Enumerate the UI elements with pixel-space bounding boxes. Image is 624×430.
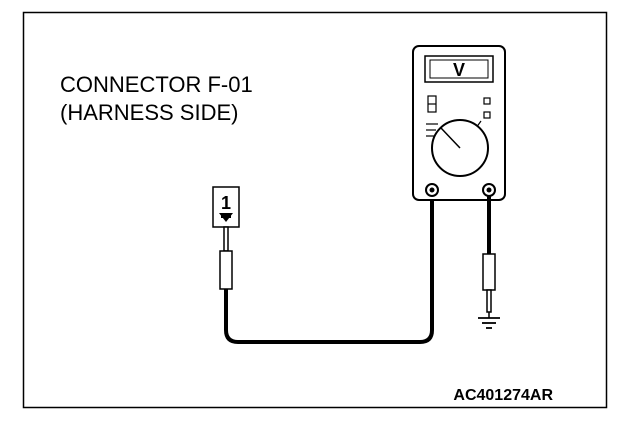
figure-code: AC401274AR — [453, 387, 553, 404]
left-probe-icon — [219, 226, 233, 290]
connector-title: CONNECTOR F-01 — [60, 72, 253, 97]
meter-button-top — [483, 97, 491, 105]
diagram-frame — [22, 11, 608, 409]
voltmeter-icon: V — [412, 45, 506, 201]
pin-number: 1 — [221, 193, 231, 213]
right-probe-icon — [482, 253, 496, 313]
test-lead-wire — [224, 194, 434, 344]
harness-side-label: (HARNESS SIDE) — [60, 100, 238, 125]
connector-pin-icon: 1 — [212, 186, 240, 228]
ground-symbol-icon — [478, 312, 500, 329]
meter-button-bottom — [483, 111, 491, 119]
meter-mode-label: V — [453, 60, 465, 80]
